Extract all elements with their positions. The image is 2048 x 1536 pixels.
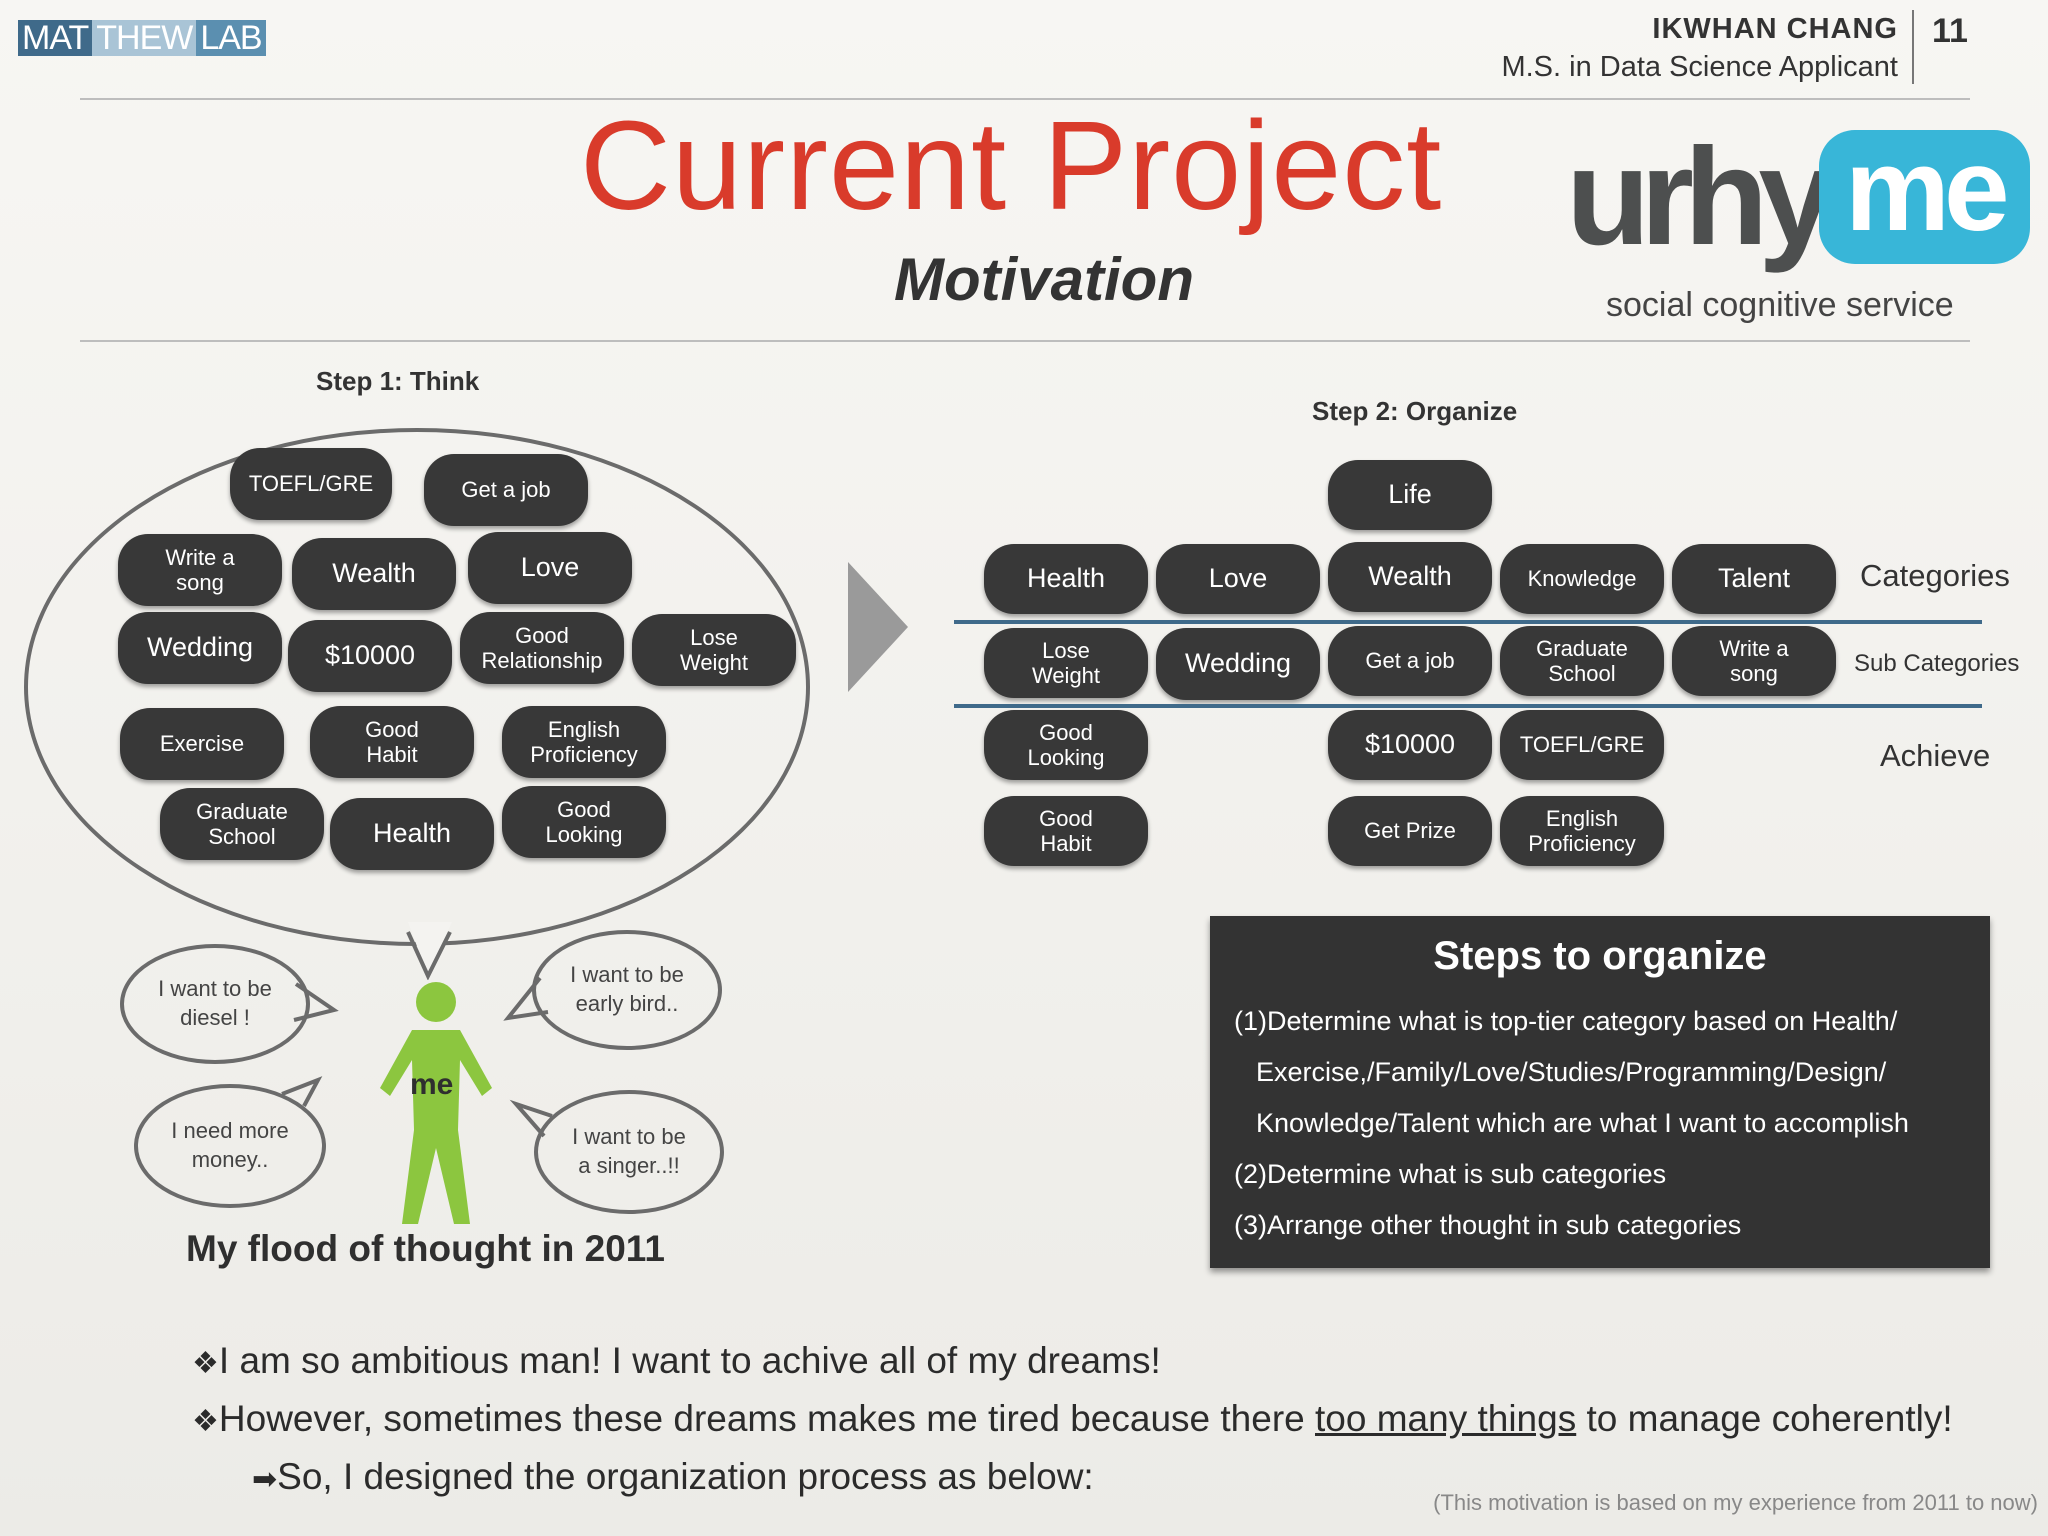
arrow-right-icon: ➡ [252, 1463, 278, 1496]
thought-pill: English Proficiency [502, 706, 666, 778]
thought-pill: Get a job [424, 454, 588, 526]
author-name: IKWHAN CHANG [1652, 13, 1898, 45]
arrow-right-icon [848, 562, 908, 692]
bubble-tails [281, 976, 553, 1138]
bullet-line-1: ❖I am so ambitious man! I want to achive… [192, 1340, 1161, 1382]
thought-pill: Write a song [118, 534, 282, 606]
logo-part-1: MAT [18, 20, 93, 56]
thought-pill: Love [468, 532, 632, 604]
subcategory-pill: Write a song [1672, 626, 1836, 696]
row-label-subcategories: Sub Categories [1854, 650, 2020, 677]
thought-pill: Good Looking [502, 786, 666, 858]
thought-pill: Exercise [120, 708, 284, 780]
subcategory-pill: Wedding [1156, 628, 1320, 700]
subcategory-pill: Lose Weight [984, 628, 1148, 698]
bullet-text: However, sometimes these dreams makes me… [218, 1398, 1315, 1439]
thought-pill: Lose Weight [632, 614, 796, 686]
category-pill: Knowledge [1500, 544, 1664, 614]
steps-box-line: Knowledge/Talent which are what I want t… [1256, 1108, 1909, 1138]
steps-box: Steps to organize (1)Determine what is t… [1210, 916, 1990, 1268]
brand-tagline: social cognitive service [1606, 286, 1954, 324]
steps-box-line: (2)Determine what is sub categories [1234, 1159, 1667, 1189]
page-subtitle: Motivation [894, 246, 1194, 313]
logo-part-3: LAB [196, 20, 266, 56]
speech-bubble: I want to be diesel ! [120, 944, 310, 1064]
row-label-achieve: Achieve [1880, 738, 1991, 773]
step1-label: Step 1: Think [316, 366, 480, 396]
me-figure-icon [380, 982, 492, 1224]
title-rule [80, 340, 1970, 342]
bullet-underline-text: too many things [1315, 1398, 1577, 1439]
page-number: 11 [1932, 12, 1968, 50]
achieve-pill: Good Habit [984, 796, 1148, 866]
author-role: M.S. in Data Science Applicant [1501, 51, 1898, 83]
bullet-text: I am so ambitious man! I want to achive … [218, 1340, 1161, 1381]
row-divider [954, 704, 1982, 708]
steps-box-line: (3)Arrange other thought in sub categori… [1234, 1210, 1742, 1240]
thought-pill: Good Relationship [460, 612, 624, 684]
step2-label: Step 2: Organize [1312, 396, 1518, 426]
thought-pill: Graduate School [160, 788, 324, 860]
author-block: IKWHAN CHANG M.S. in Data Science Applic… [1501, 10, 1898, 86]
category-pill: Health [984, 544, 1148, 614]
thought-pill: Good Habit [310, 706, 474, 778]
footnote: (This motivation is based on my experien… [1433, 1490, 2038, 1515]
speech-bubble: I want to be early bird.. [532, 930, 722, 1050]
urhyme-logo: urhy me [1566, 120, 2030, 274]
header-divider [1912, 10, 1914, 84]
steps-box-line: Exercise,/Family/Love/Studies/Programmin… [1256, 1057, 1887, 1087]
bullet-diamond-icon: ❖ [192, 1347, 219, 1380]
category-pill-root: Life [1328, 460, 1492, 530]
steps-box-line: (1)Determine what is top-tier category b… [1234, 1006, 1898, 1036]
bullet-diamond-icon: ❖ [192, 1405, 219, 1438]
speech-bubble: I want to be a singer..!! [534, 1090, 724, 1214]
logo-part-2: THEW [92, 20, 197, 56]
brand-text-1: urhy [1566, 120, 1835, 274]
row-label-categories: Categories [1860, 558, 2010, 593]
category-pill: Love [1156, 544, 1320, 614]
achieve-pill: Good Looking [984, 710, 1148, 780]
bullet-line-3: ➡So, I designed the organization process… [252, 1456, 1094, 1498]
cloud-tail [406, 922, 452, 980]
thought-pill: Wealth [292, 538, 456, 610]
category-pill: Talent [1672, 544, 1836, 614]
bullet-text: to manage coherently! [1576, 1398, 1953, 1439]
subcategory-pill: Graduate School [1500, 626, 1664, 696]
bullet-line-2: ❖However, sometimes these dreams makes m… [192, 1398, 1953, 1440]
speech-bubble: I need more money.. [134, 1084, 326, 1208]
thought-pill: $10000 [288, 620, 452, 692]
thought-pill: Health [330, 798, 494, 870]
figure-label: me [410, 1068, 454, 1101]
bullet-text: So, I designed the organization process … [277, 1456, 1094, 1497]
achieve-pill: English Proficiency [1500, 796, 1664, 866]
steps-box-title: Steps to organize [1433, 934, 1767, 978]
thought-pill: Wedding [118, 612, 282, 684]
thought-pill: TOEFL/GRE [230, 448, 392, 520]
row-divider [954, 620, 1982, 624]
achieve-pill: $10000 [1328, 710, 1492, 780]
subcategory-pill: Get a job [1328, 626, 1492, 696]
page-title: Current Project [580, 95, 1443, 236]
step1-caption: My flood of thought in 2011 [186, 1228, 665, 1269]
achieve-pill: TOEFL/GRE [1500, 710, 1664, 780]
category-pill: Wealth [1328, 542, 1492, 612]
top-rule [80, 98, 1970, 100]
brand-text-2: me [1819, 130, 2030, 264]
achieve-pill: Get Prize [1328, 796, 1492, 866]
